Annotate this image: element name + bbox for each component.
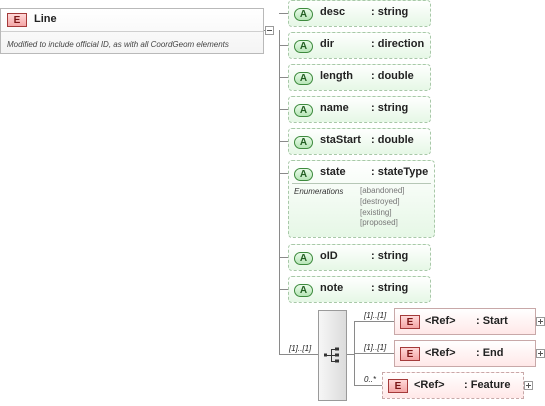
element-badge-icon: E — [400, 315, 420, 329]
attribute-type: : string — [371, 102, 409, 114]
attribute-name: name — [320, 102, 349, 114]
attribute-type: : double — [371, 134, 414, 146]
element-name: Line — [34, 13, 57, 25]
element-line-box[interactable]: E Line Modified to include official ID, … — [0, 8, 264, 54]
attribute-badge-icon: A — [294, 284, 313, 297]
ref-name: : Feature — [464, 379, 511, 391]
attribute-name: oID — [320, 250, 338, 262]
expand-feature-icon[interactable] — [524, 381, 533, 390]
ref-end-element[interactable]: E <Ref> : End — [394, 340, 536, 367]
attribute-badge-icon: A — [294, 168, 313, 181]
attribute-name: length — [320, 70, 353, 82]
ref-name: : End — [476, 347, 504, 359]
attribute-type: : string — [371, 282, 409, 294]
attribute-type: : direction — [371, 38, 425, 50]
sequence-cardinality: [1]..[1] — [289, 344, 312, 353]
ref-end-cardinality: [1]..[1] — [364, 343, 387, 352]
attribute-type: : string — [371, 250, 409, 262]
attribute-name-field[interactable]: A name : string — [288, 96, 431, 123]
element-badge-icon: E — [7, 13, 27, 27]
attribute-desc[interactable]: A desc : string — [288, 0, 431, 27]
attribute-badge-icon: A — [294, 136, 313, 149]
attribute-badge-icon: A — [294, 40, 313, 53]
attribute-length[interactable]: A length : double — [288, 64, 431, 91]
attribute-badge-icon: A — [294, 72, 313, 85]
attribute-type: : string — [371, 6, 409, 18]
sequence-icon — [324, 347, 339, 363]
enumeration-list: [abandoned] [destroyed] [existing] [prop… — [360, 186, 405, 229]
attribute-badge-icon: A — [294, 8, 313, 21]
ref-tag: <Ref> — [425, 315, 456, 327]
attribute-oid[interactable]: A oID : string — [288, 244, 431, 271]
ref-name: : Start — [476, 315, 508, 327]
expand-end-icon[interactable] — [536, 349, 545, 358]
attribute-name: desc — [320, 6, 346, 18]
enumeration-value: [destroyed] — [360, 196, 400, 206]
enumeration-value: [proposed] — [360, 218, 398, 228]
ref-start-element[interactable]: E <Ref> : Start — [394, 308, 536, 335]
enumeration-value: [existing] — [360, 207, 392, 217]
enumerations-label: Enumerations — [294, 187, 344, 196]
attribute-state[interactable]: A state : stateType Enumerations [abando… — [288, 160, 435, 238]
ref-tag: <Ref> — [425, 347, 456, 359]
enumeration-divider — [292, 183, 431, 184]
element-documentation: Modified to include official ID, as with… — [7, 40, 229, 49]
attribute-type: : double — [371, 70, 414, 82]
enumeration-value: [abandoned] — [360, 186, 405, 195]
ref-feature-cardinality: 0..* — [364, 375, 377, 384]
attribute-stastart[interactable]: A staStart : double — [288, 128, 431, 155]
element-badge-icon: E — [400, 347, 420, 361]
attribute-note[interactable]: A note : string — [288, 276, 431, 303]
element-badge-icon: E — [388, 379, 408, 393]
ref-feature-element[interactable]: E <Ref> : Feature — [382, 372, 524, 399]
collapse-toggle-icon[interactable] — [265, 26, 274, 35]
attribute-badge-icon: A — [294, 252, 313, 265]
attribute-badge-icon: A — [294, 104, 313, 117]
attribute-name: staStart — [320, 134, 361, 146]
attribute-name: dir — [320, 38, 335, 50]
expand-start-icon[interactable] — [536, 317, 545, 326]
attribute-name: note — [320, 282, 344, 294]
ref-start-cardinality: [1]..[1] — [364, 311, 387, 320]
attribute-type: : stateType — [371, 166, 429, 178]
element-header: E Line — [1, 9, 263, 32]
sequence-compositor[interactable] — [318, 310, 347, 401]
attribute-name: state — [320, 166, 346, 178]
attribute-dir[interactable]: A dir : direction — [288, 32, 431, 59]
ref-tag: <Ref> — [414, 379, 445, 391]
